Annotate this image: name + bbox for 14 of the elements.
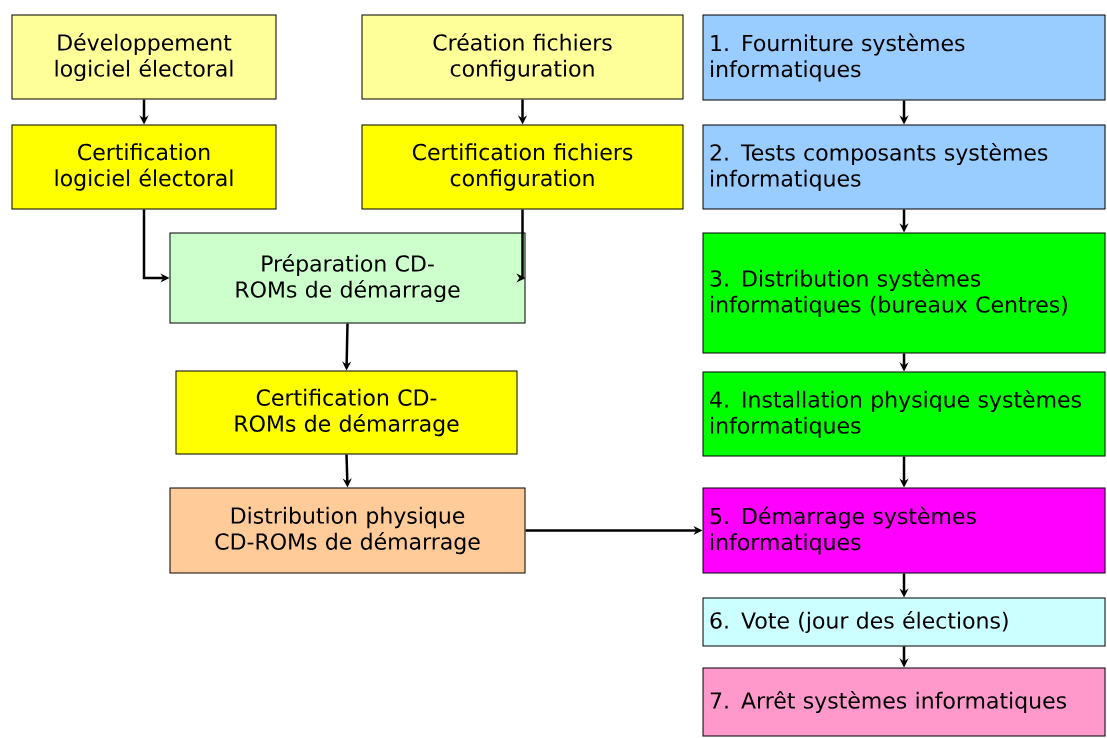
process-box: 4. Installation physique systèmes informatiques — [702, 371, 1106, 457]
process-box: Distribution physique CD-ROMs de démarrage — [169, 487, 526, 574]
process-box: Certification logiciel électoral — [11, 124, 277, 210]
process-box: 2. Tests composants systèmes informatiques — [702, 124, 1106, 210]
process-box: 5. Démarrage systèmes informatiques — [702, 487, 1106, 574]
process-box: Création fichiers configuration — [361, 14, 684, 100]
process-box: 6. Vote (jour des élections) — [702, 597, 1106, 647]
process-box: 1. Fourniture systèmes informatiques — [702, 14, 1106, 101]
process-box: Développement logiciel électoral — [11, 14, 277, 100]
process-box: Certification fichiers configuration — [361, 124, 684, 210]
process-box: Préparation CD-ROMs de démarrage — [169, 232, 526, 324]
process-box: Certification CD-ROMs de démarrage — [175, 370, 518, 455]
process-box: 7. Arrêt systèmes informatiques — [702, 667, 1106, 737]
process-box: 3. Distribution systèmes informatiques (bureaux Centres) — [702, 232, 1106, 354]
